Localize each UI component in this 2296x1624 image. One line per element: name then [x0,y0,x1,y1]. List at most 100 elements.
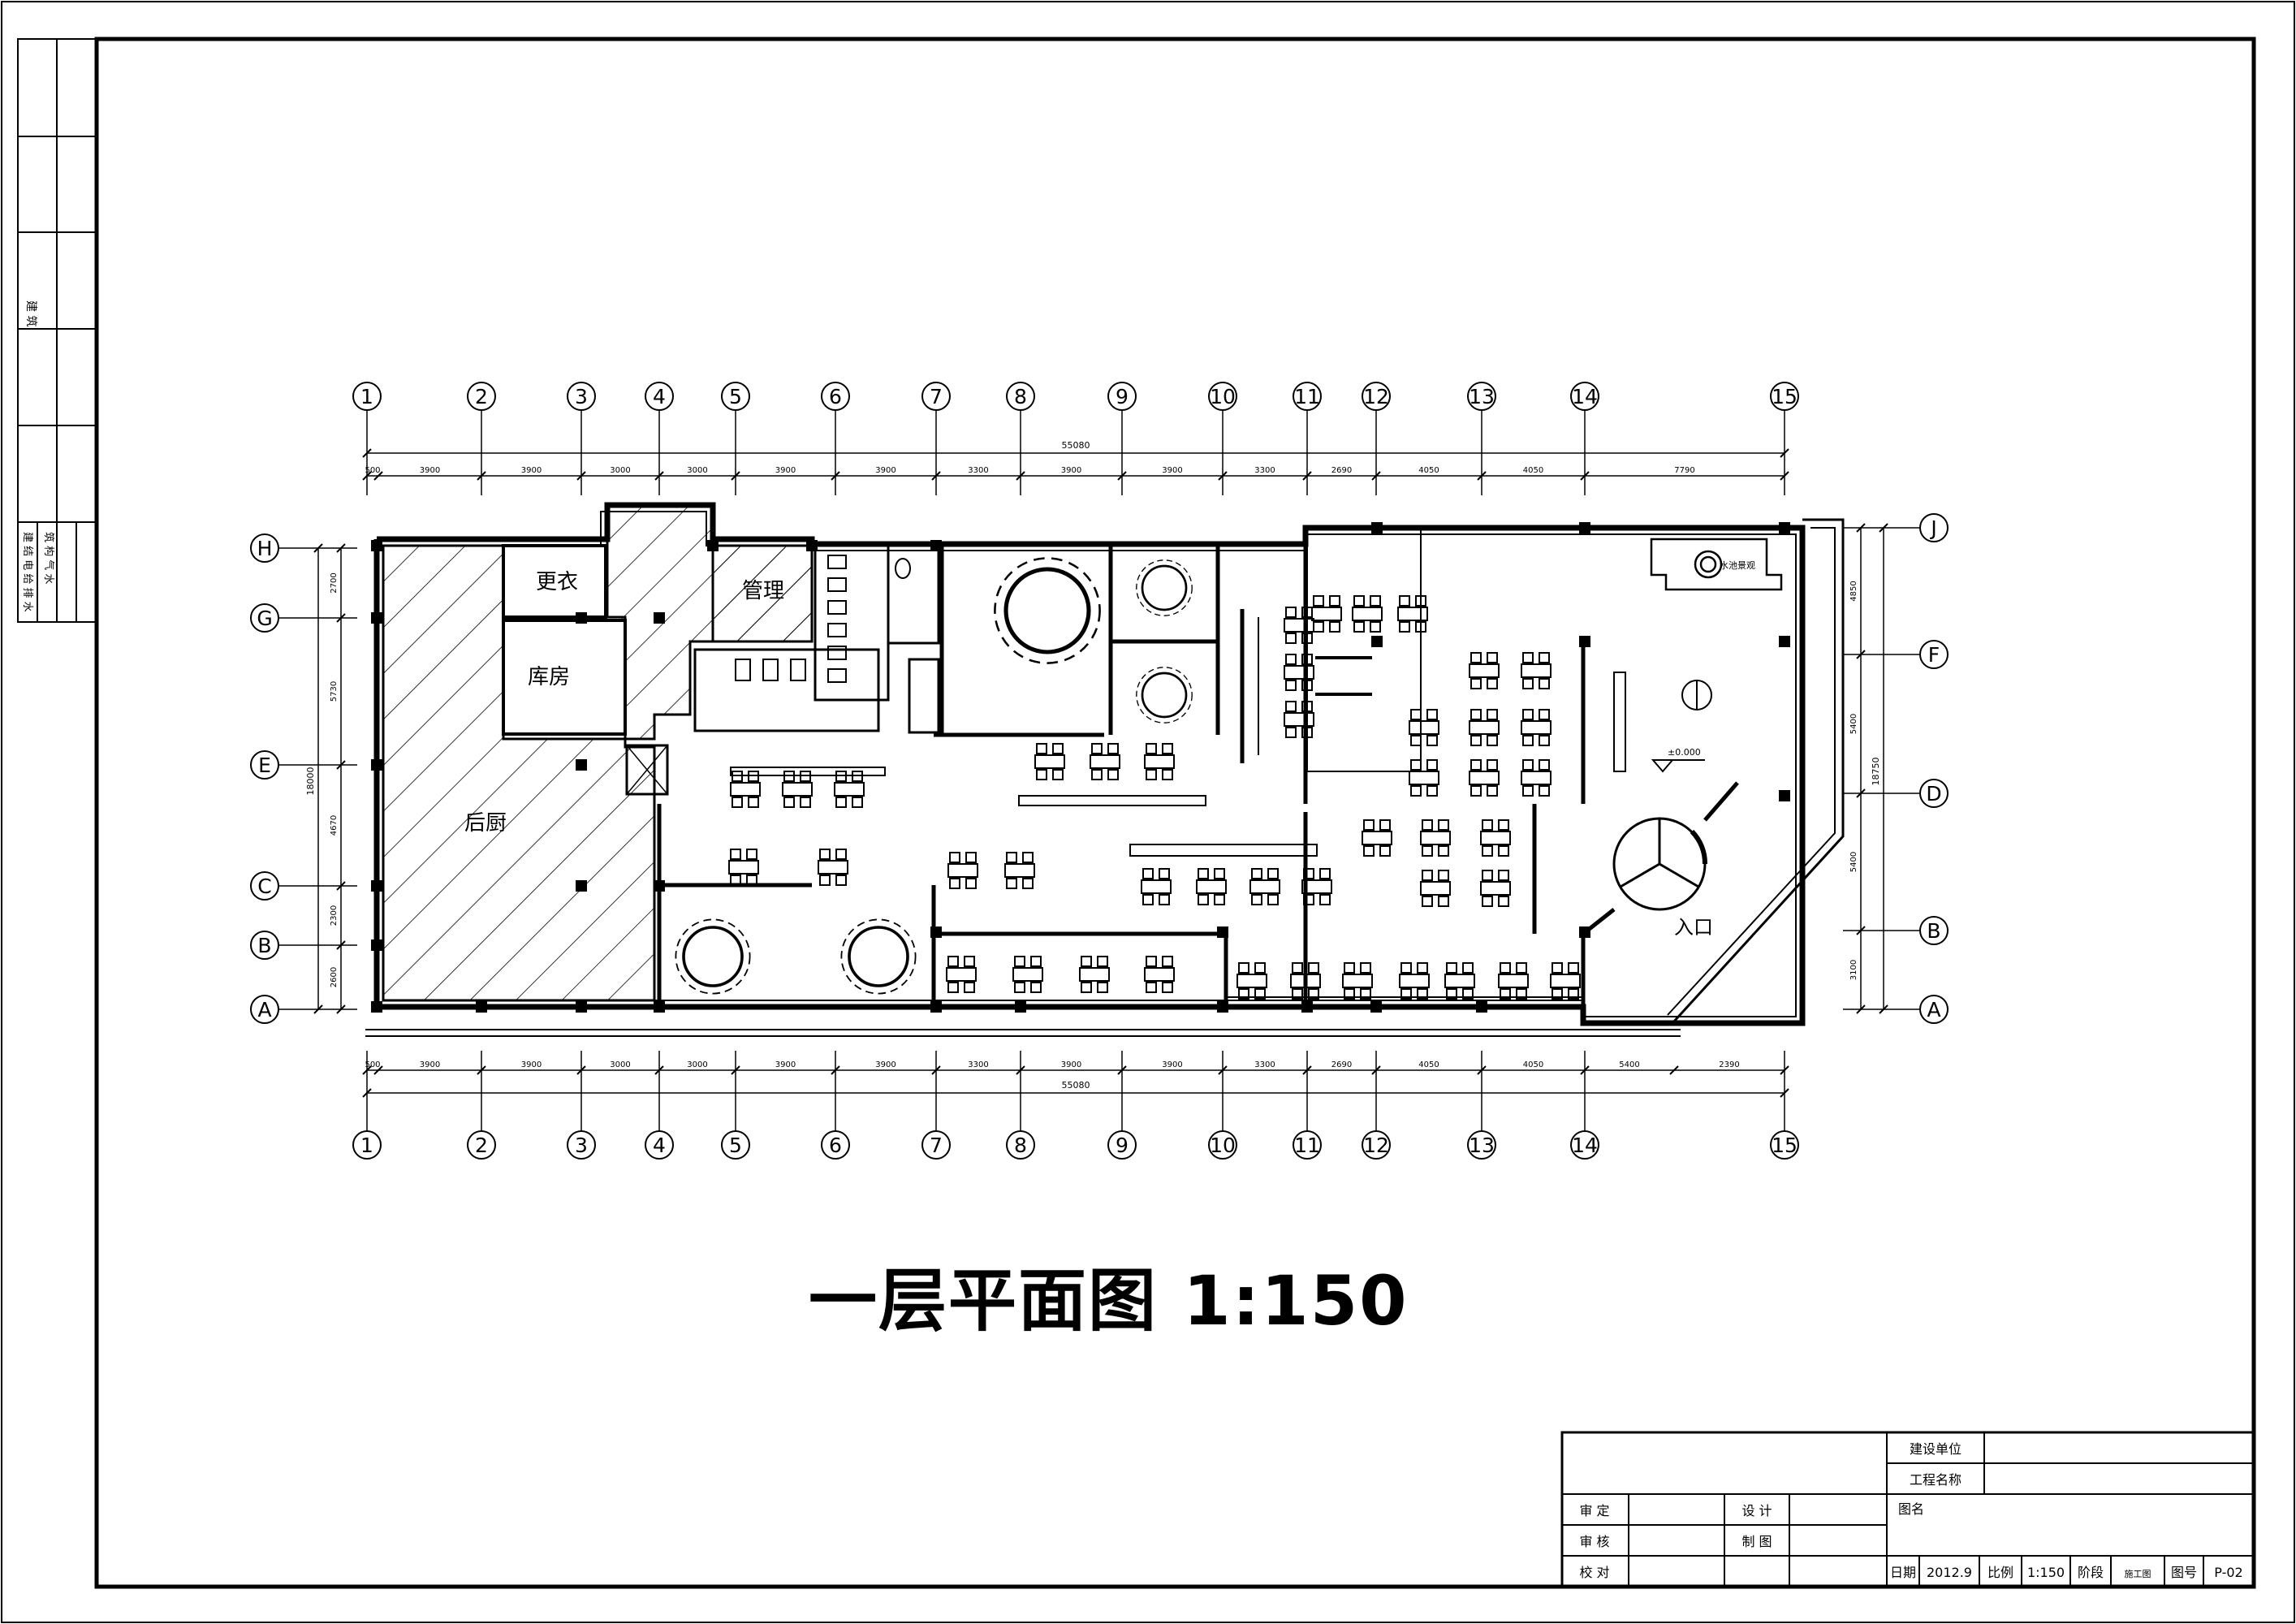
dim-left-seg-4: 2600 [330,967,339,987]
service-block [693,544,1104,737]
structural-columns [371,522,1790,1013]
dim-bottom-seg-9: 3900 [1162,1060,1182,1069]
axis-bottom-1-label: 1 [360,1134,373,1157]
axis-top-2: 2 [467,382,496,411]
axis-bottom-1: 1 [352,1130,382,1160]
dim-left-seg-3: 2300 [330,905,339,926]
axis-bottom-14-label: 14 [1572,1134,1598,1157]
column-26 [1579,636,1590,647]
axis-right-B: B [1919,916,1949,945]
table-39 [1284,607,1314,644]
table-22 [1550,962,1581,1000]
axis-bottom-6: 6 [821,1130,850,1160]
axis-right-A-label: A [1927,998,1940,1021]
column-24 [1779,522,1790,533]
axis-bottom-5-label: 5 [729,1134,742,1157]
table-28 [1409,759,1439,797]
tb-sheet-label: 图号 [2171,1565,2197,1580]
column-0 [371,540,382,551]
axis-bottom-14: 14 [1570,1130,1599,1160]
table-21 [1498,962,1529,1000]
table-13 [1012,956,1043,993]
dim-top-seg-13: 4050 [1523,466,1543,475]
column-4 [371,939,382,951]
elevation-label: ±0.000 [1668,747,1701,758]
table-9 [1196,868,1227,905]
elevation-marker [1651,759,1705,773]
axis-bottom-6-label: 6 [829,1134,842,1157]
axis-top-5: 5 [721,382,750,411]
sheet-inner-border [94,37,2256,1589]
column-14 [707,540,719,551]
strip-label-b: 建 结 电 给 排 水 [21,532,33,612]
dim-top-seg-2: 3900 [521,466,542,475]
tb-scale-label: 比例 [1987,1565,2013,1580]
table-15 [1144,956,1175,993]
axis-right-B-label: B [1927,919,1940,943]
water-feature [1650,538,1783,591]
dim-top-seg-0: 500 [365,466,380,475]
axis-top-3: 3 [567,382,596,411]
dim-top-seg-4: 3000 [687,466,707,475]
axis-top-4-label: 4 [653,385,666,408]
axis-top-6-label: 6 [829,385,842,408]
tb-phase-label: 阶段 [2078,1565,2104,1580]
axis-top-12-label: 12 [1363,385,1389,408]
table-32 [1420,819,1451,857]
dim-right-total: 18750 [1871,758,1881,786]
tb-phase-value: 施工图 [2125,1569,2151,1579]
tb-sheet-value: P-02 [2214,1565,2242,1580]
table-0 [730,771,761,808]
lift-box [625,744,669,796]
axis-right-J: J [1919,513,1949,542]
axis-top-8: 8 [1006,382,1035,411]
dim-bottom-seg-4: 3000 [687,1060,707,1069]
dim-right-seg-2: 5400 [1849,852,1858,872]
axis-right-J-label: J [1929,516,1936,540]
axis-bottom-5: 5 [721,1130,750,1160]
axis-top-13-label: 13 [1469,385,1495,408]
dim-top-seg-3: 3000 [610,466,630,475]
axis-top-9: 9 [1107,382,1137,411]
column-19 [1015,1001,1026,1013]
axis-top-4: 4 [645,382,674,411]
dim-top-seg-12: 4050 [1418,466,1439,475]
axis-left-H-label: H [257,537,273,560]
column-13 [576,880,587,892]
axis-top-14: 14 [1570,382,1599,411]
table-41 [1284,701,1314,738]
column-17 [930,1001,942,1013]
dim-bottom-seg-14: 5400 [1619,1060,1639,1069]
axis-top-11-label: 11 [1294,385,1320,408]
dim-top-seg-8: 3900 [1061,466,1081,475]
tb-project-label: 工程名称 [1910,1472,1962,1488]
axis-top-1: 1 [352,382,382,411]
tb-date-value: 2012.9 [1927,1565,1972,1580]
column-21 [1217,926,1228,938]
axis-bottom-11: 11 [1293,1130,1322,1160]
axis-right-D-label: D [1926,782,1941,806]
table-37 [1352,595,1383,633]
axis-bottom-3-label: 3 [575,1134,588,1157]
axis-left-G-label: G [257,607,272,630]
column-1 [371,612,382,624]
room-label-entrance: 入口 [1674,916,1713,939]
column-20 [1217,1001,1228,1013]
tb-review-label: 审 核 [1579,1534,1609,1549]
strip-label-a: 建 筑 [24,300,37,326]
room-label-changing: 更衣 [536,570,578,594]
room-label-kitchen: 后厨 [464,811,507,836]
dim-top-seg-7: 3300 [968,466,988,475]
column-16 [930,540,942,551]
axis-left-A: A [250,995,279,1024]
dim-left-seg-2: 4670 [330,815,339,836]
tb-drawing-name-label: 图名 [1898,1501,1924,1517]
axis-top-15-label: 15 [1772,385,1798,408]
axis-top-6: 6 [821,382,850,411]
axis-top-3-label: 3 [575,385,588,408]
axis-top-2-label: 2 [475,385,488,408]
